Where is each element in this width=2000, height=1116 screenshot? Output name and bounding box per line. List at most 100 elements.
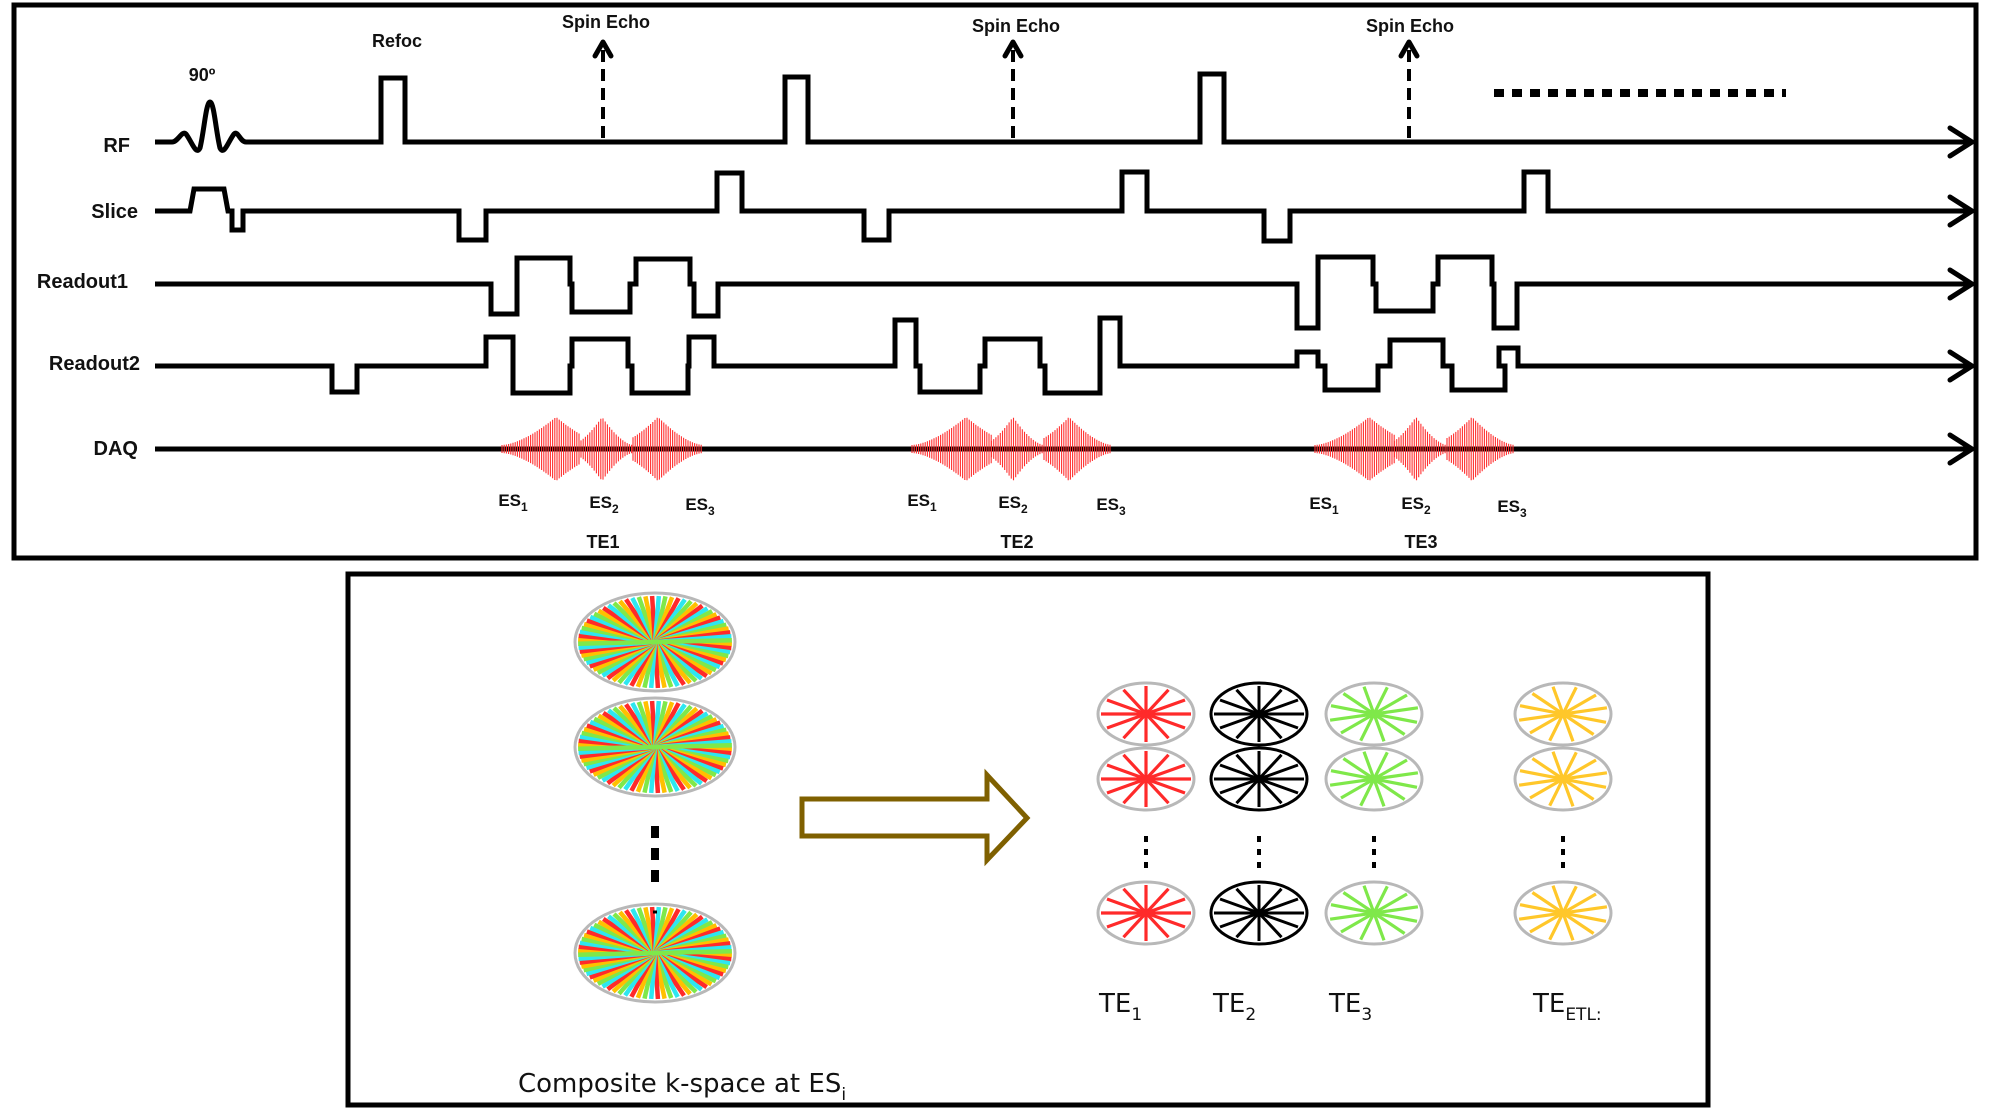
spin-echo-arrow-icon-2 [1002,39,1024,59]
daq-axis-arrow-icon [1947,432,1975,466]
es-label-te2-3: ES3 [1096,495,1126,518]
echo-signal-1-2 [580,418,633,480]
es-label-te2-1: ES1 [907,491,937,514]
te-group-1-kspace-1 [1096,681,1196,747]
composite-kspace-1 [573,591,737,693]
readout2-gradient-waveform [155,315,1968,396]
es-label-base: ES [1096,495,1119,514]
es-label-base: ES [907,491,930,510]
es-label-te2-2: ES2 [998,493,1028,516]
te-label-1: TE1 [586,532,619,552]
te-group-2 [1209,681,1309,946]
echo-signal-3-1 [1314,417,1395,481]
es-label-te3-1: ES1 [1309,494,1339,517]
es-label-te1-3: ES3 [685,495,715,518]
te-group-3 [1324,681,1424,946]
es-label-subscript: 1 [1332,503,1339,517]
es-label-te3-3: ES3 [1497,497,1527,520]
te-bottom-label-base: TE [1328,989,1361,1019]
slice-gradient-waveform [155,169,1968,244]
es-label-te1-1: ES1 [498,491,528,514]
te-group-4 [1513,681,1613,946]
rf-axis-arrow-icon [1947,125,1975,159]
daq-echo-train-2 [911,417,1111,481]
te-label-2: TE2 [1000,532,1033,552]
readout2-axis-arrow-icon [1947,349,1975,383]
te-bottom-label-subscript: 3 [1361,1005,1372,1025]
te-group-3-kspace-1 [1324,681,1424,747]
te-bottom-label-base: TE [1212,989,1245,1019]
es-label-subscript: 2 [1021,502,1028,516]
kspace-spoke [578,638,732,646]
readout1-gradient-waveform [155,254,1968,331]
kspace-spoke [1219,763,1299,795]
readout1-axis-arrow-icon [1947,267,1975,301]
es-label-te1-2: ES2 [589,493,619,516]
te-bottom-label-3: TE3 [1328,989,1372,1025]
te-bottom-label-base: TE [1532,989,1565,1019]
kspace-spoke [1106,698,1186,730]
kspace-spoke [1106,763,1186,795]
daq-echo-train-3 [1314,417,1514,481]
spin-echo-label-1: Spin Echo [562,12,650,32]
spin-echo-label-2: Spin Echo [972,16,1060,36]
te-bottom-label-2: TE2 [1212,989,1256,1025]
te-group-1-kspace-2 [1096,746,1196,812]
te-group-4-kspace-2 [1513,746,1613,812]
es-label-subscript: 1 [521,500,528,514]
kspace-panel-frame [345,571,1711,1108]
te-group-4-kspace-1 [1513,681,1613,747]
te-group-2-kspace-2 [1209,746,1309,812]
sequence-panel-frame [11,2,1979,561]
te-bottom-label-1: TE1 [1098,989,1142,1025]
te-group-1 [1096,681,1196,946]
channel-label-slice: Slice [91,201,138,223]
echo-signal-2-3 [1043,417,1111,481]
te-label-3: TE3 [1404,532,1437,552]
es-label-subscript: 3 [708,504,715,518]
excitation-label: 90º [189,65,216,85]
es-label-base: ES [589,493,612,512]
spin-echo-label-3: Spin Echo [1366,16,1454,36]
es-label-subscript: 2 [1424,503,1431,517]
kspace-spoke [578,743,732,751]
kspace-spoke [1518,771,1608,787]
es-label-subscript: 3 [1520,506,1527,520]
transform-arrow-icon [799,768,1031,867]
te-bottom-label-subscript: 2 [1245,1005,1256,1025]
es-label-base: ES [998,493,1021,512]
composite-kspace-2 [573,696,737,798]
rf-waveform [155,71,1968,153]
composite-caption-subscript: i [841,1085,846,1105]
echo-signal-3-3 [1446,417,1514,481]
te-bottom-label-base: TE [1098,989,1131,1019]
channel-label-readout2: Readout2 [49,353,140,375]
composite-caption-text: Composite k-space at ES [518,1069,841,1099]
es-label-base: ES [1497,497,1520,516]
refocusing-label: Refoc [372,31,422,51]
te-group-3-kspace-3 [1324,880,1424,946]
te-group-3-kspace-2 [1324,746,1424,812]
es-label-base: ES [685,495,708,514]
es-label-subscript: 1 [930,500,937,514]
es-label-subscript: 3 [1119,504,1126,518]
channel-label-readout1: Readout1 [37,271,128,293]
echo-signal-3-2 [1393,417,1446,481]
te-bottom-label-4: TEETL: [1532,989,1602,1025]
kspace-spoke [1329,706,1419,722]
te-group-4-kspace-3 [1513,880,1613,946]
te-group-2-kspace-1 [1209,681,1309,747]
spin-echo-arrow-icon-3 [1398,39,1420,59]
te-bottom-label-subscript: 1 [1131,1005,1142,1025]
daq-echo-train-1 [501,417,702,481]
kspace-spoke [1219,897,1299,929]
spin-echo-arrow-icon-1 [592,39,614,59]
es-label-base: ES [1401,494,1424,513]
te-bottom-label-subscript: ETL: [1565,1005,1601,1025]
channel-label-rf: RF [103,135,130,157]
echo-signal-1-3 [632,417,702,481]
kspace-spoke [578,949,732,957]
es-label-base: ES [498,491,521,510]
es-label-te3-2: ES2 [1401,494,1431,517]
te-group-2-kspace-3 [1209,880,1309,946]
